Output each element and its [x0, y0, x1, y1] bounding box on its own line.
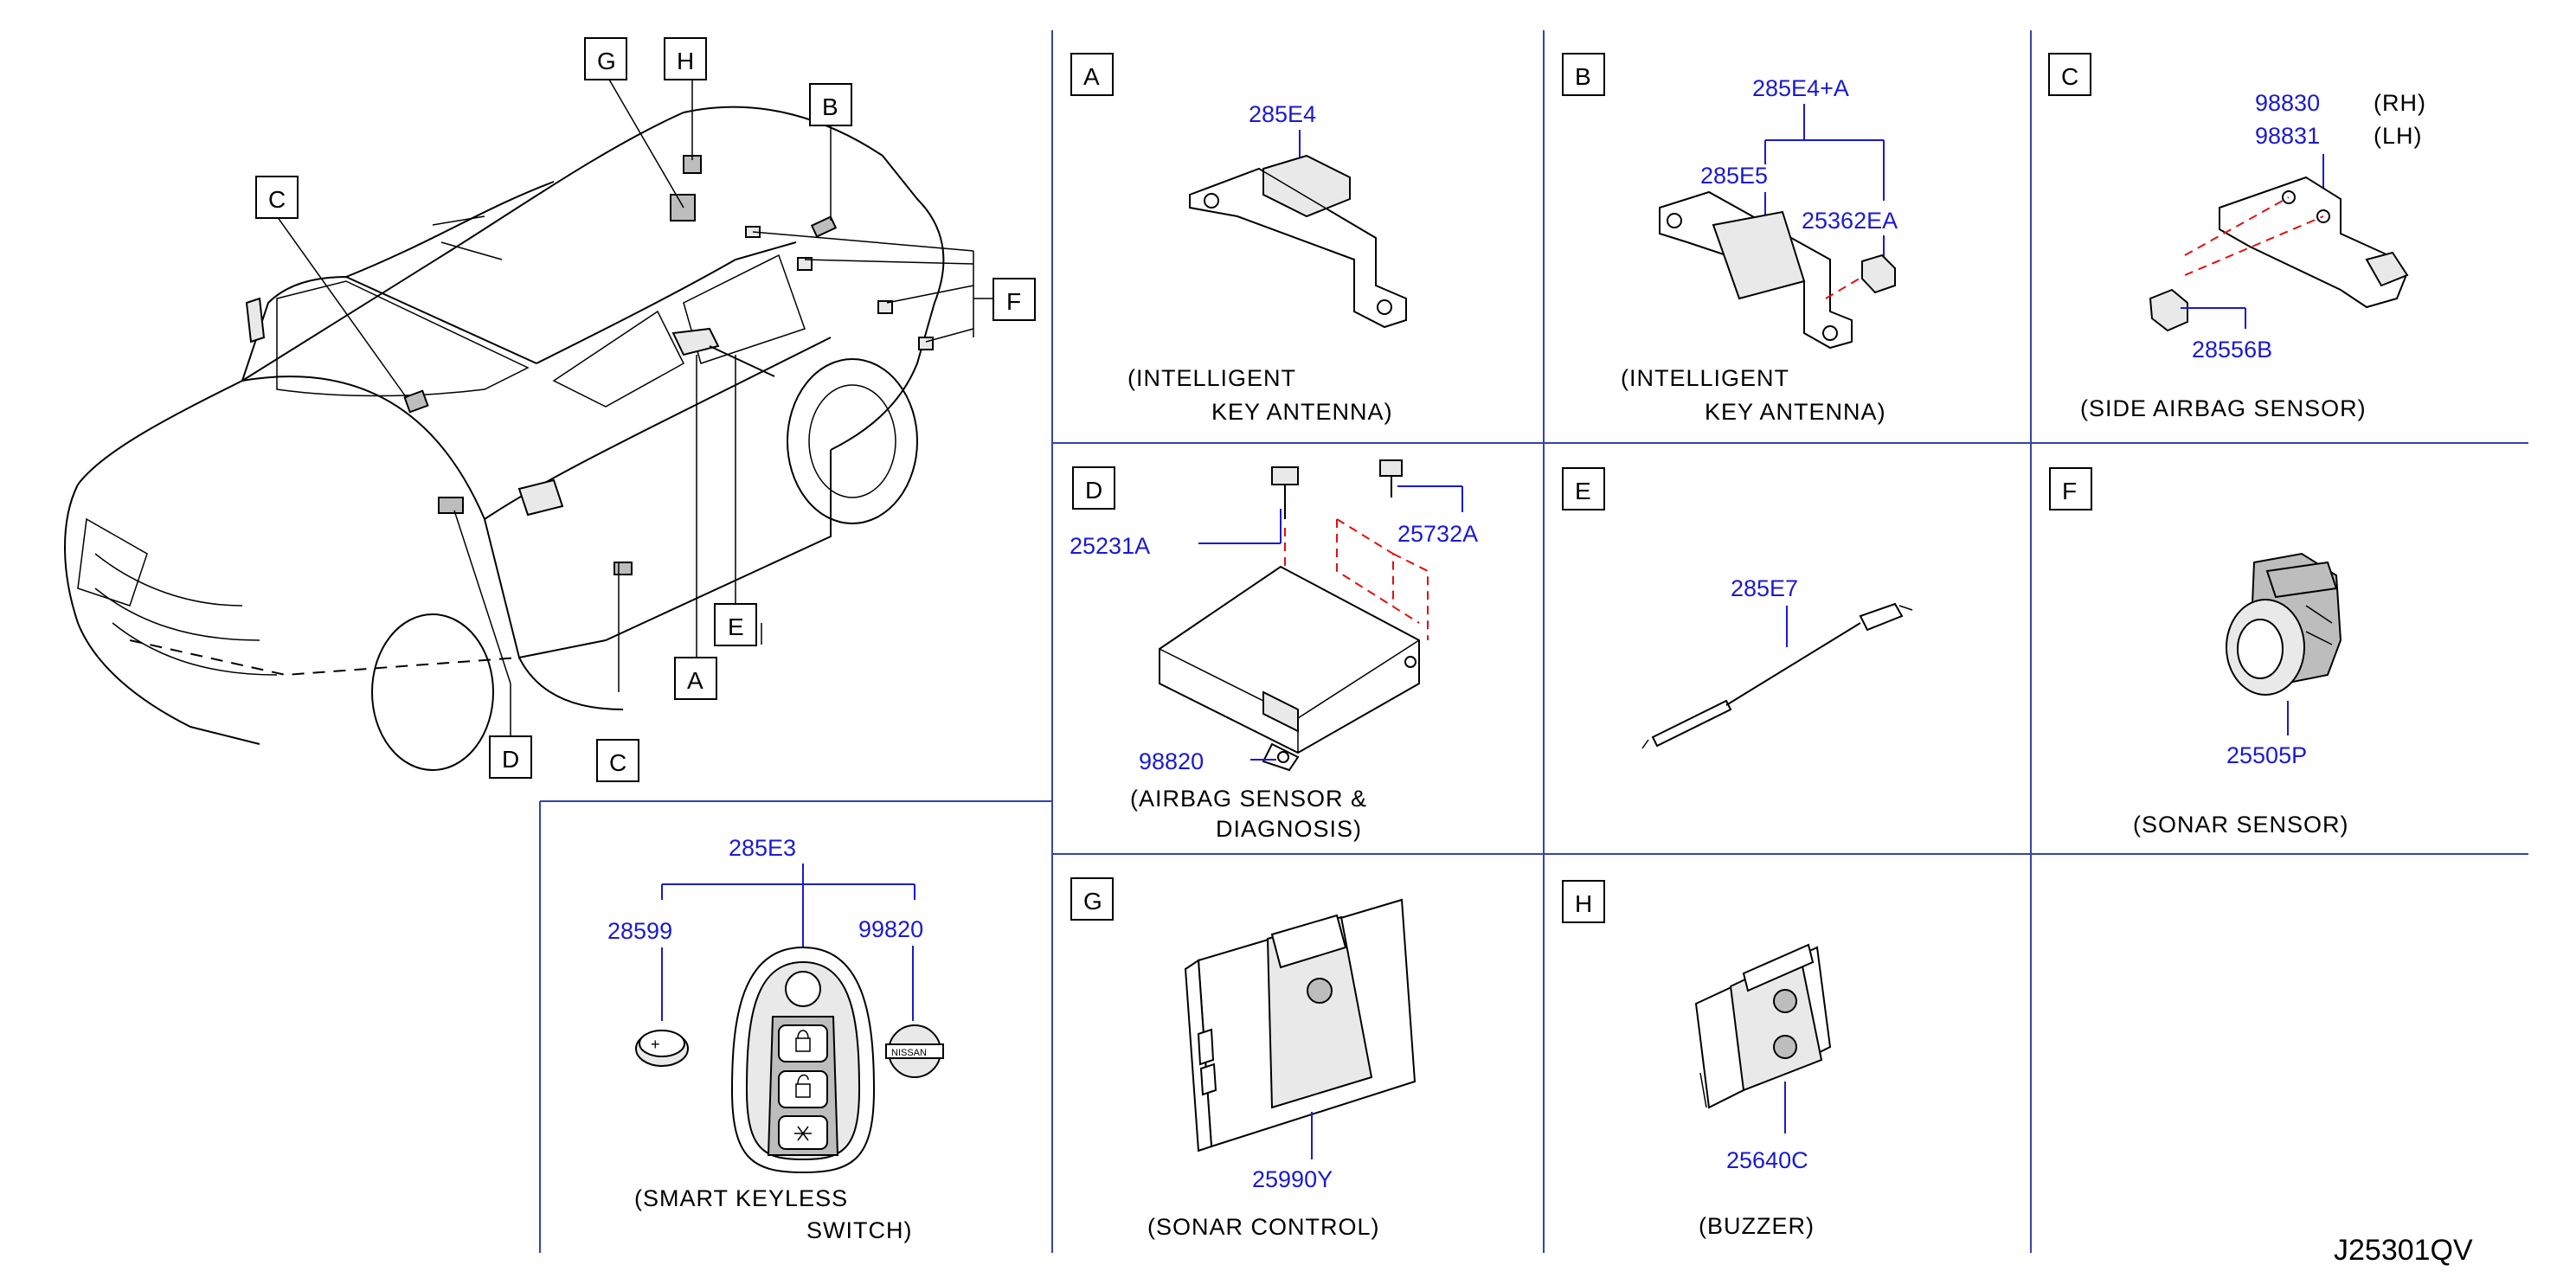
- svg-text:NISSAN: NISSAN: [891, 1048, 927, 1058]
- panel-d: D 25231A 25732A 98820 (AIRBAG SENSOR & D: [1070, 459, 1478, 842]
- key-part-28599: 28599: [607, 918, 672, 944]
- panel-a-letter: A: [1083, 63, 1100, 90]
- panel-b-part-285e5: 285E5: [1700, 163, 1768, 189]
- panel-d-caption-2: DIAGNOSIS): [1216, 816, 1362, 842]
- sonar-control-icon: [1184, 898, 1416, 1152]
- panel-a-caption-1: (INTELLIGENT: [1127, 365, 1296, 391]
- panel-g-caption: (SONAR CONTROL): [1147, 1214, 1380, 1240]
- airbag-sensor-diagnosis-icon: [1159, 459, 1429, 772]
- panel-f-caption: (SONAR SENSOR): [2133, 812, 2349, 838]
- side-airbag-sensor-icon: [2149, 176, 2409, 332]
- coin-battery-icon: +: [635, 1030, 689, 1067]
- key-caption-1: (SMART KEYLESS: [634, 1185, 848, 1211]
- panel-d-caption-1: (AIRBAG SENSOR &: [1130, 786, 1367, 812]
- panel-grid: [539, 30, 2528, 1253]
- panel-b: B 285E4+A 285E5 25362EA (INTELLIGENT KEY…: [1562, 53, 1898, 425]
- panel-smart-key: 285E3 28599 99820 + NISSAN: [607, 835, 944, 1243]
- panel-e-letter: E: [1575, 478, 1591, 504]
- panel-c: C 98830 (RH) 98831 (LH) 28556B (SIDE AIR…: [2048, 53, 2426, 421]
- panel-f: F 25505P (SONAR SENSOR): [2049, 467, 2349, 838]
- panel-e: E 285E7: [1562, 467, 1913, 749]
- panel-c-part-98830: 98830: [2255, 90, 2320, 116]
- panel-h-letter: H: [1575, 890, 1592, 917]
- panel-a-caption-2: KEY ANTENNA): [1211, 399, 1393, 425]
- callout-c-top: C: [268, 186, 286, 213]
- callout-e: E: [728, 613, 744, 640]
- panel-b-part-285e4a: 285E4+A: [1752, 75, 1849, 101]
- panel-c-letter: C: [2061, 63, 2078, 90]
- panel-g-part-25990y: 25990Y: [1252, 1166, 1333, 1192]
- diagram-code: J25301QV: [2334, 1234, 2473, 1267]
- panel-d-part-25732a: 25732A: [1397, 521, 1478, 547]
- panel-c-part-98831: 98831: [2255, 123, 2320, 149]
- panel-c-part-28556b: 28556B: [2192, 337, 2272, 363]
- panel-d-part-25231a: 25231A: [1070, 533, 1150, 559]
- nissan-emblem-icon: NISSAN: [885, 1024, 944, 1078]
- key-fob-icon: [730, 946, 876, 1174]
- intelligent-key-antenna-b-icon: [1659, 190, 1896, 350]
- callout-f: F: [1006, 288, 1021, 315]
- panel-c-side-rh: (RH): [2374, 90, 2426, 116]
- callout-a: A: [687, 667, 703, 694]
- sonar-sensor-icon: [2226, 552, 2342, 696]
- panel-a-part-285e4: 285E4: [1249, 101, 1316, 127]
- panel-g: G 25990Y (SONAR CONTROL): [1070, 877, 1416, 1240]
- car-overview: [64, 73, 992, 771]
- callout-c-bottom: C: [609, 749, 626, 776]
- panel-b-letter: B: [1575, 63, 1591, 90]
- callout-b: B: [822, 93, 838, 120]
- panel-h: H 25640C (BUZZER): [1562, 880, 1832, 1239]
- key-caption-2: SWITCH): [806, 1217, 912, 1243]
- panel-b-caption-2: KEY ANTENNA): [1705, 399, 1886, 425]
- intelligent-key-antenna-e-icon: [1641, 602, 1913, 749]
- panel-c-side-lh: (LH): [2374, 123, 2423, 149]
- buzzer-icon: [1694, 943, 1832, 1109]
- panel-g-letter: G: [1083, 888, 1102, 915]
- panel-c-caption: (SIDE AIRBAG SENSOR): [2080, 395, 2367, 421]
- overview-callouts: G H B C F E A D C: [255, 37, 1036, 782]
- panel-f-letter: F: [2062, 478, 2077, 504]
- panel-h-part-25640c: 25640C: [1726, 1147, 1808, 1173]
- intelligent-key-antenna-a-icon: [1189, 154, 1407, 329]
- svg-text:+: +: [651, 1036, 660, 1053]
- key-part-285e3: 285E3: [729, 835, 796, 861]
- panel-f-part-25505p: 25505P: [2226, 742, 2307, 768]
- panel-a: A 285E4 (INTELLIGENT KEY ANTENNA): [1070, 53, 1407, 425]
- panel-e-part-285e7: 285E7: [1731, 575, 1798, 601]
- panel-d-part-98820: 98820: [1139, 748, 1204, 774]
- callout-d: D: [502, 746, 519, 773]
- key-part-99820: 99820: [858, 916, 923, 942]
- panel-d-letter: D: [1085, 477, 1102, 504]
- panel-h-caption: (BUZZER): [1699, 1213, 1815, 1239]
- callout-g: G: [597, 48, 616, 74]
- callout-h: H: [677, 48, 694, 74]
- panel-b-part-25362ea: 25362EA: [1802, 208, 1898, 234]
- panel-b-caption-1: (INTELLIGENT: [1621, 365, 1789, 391]
